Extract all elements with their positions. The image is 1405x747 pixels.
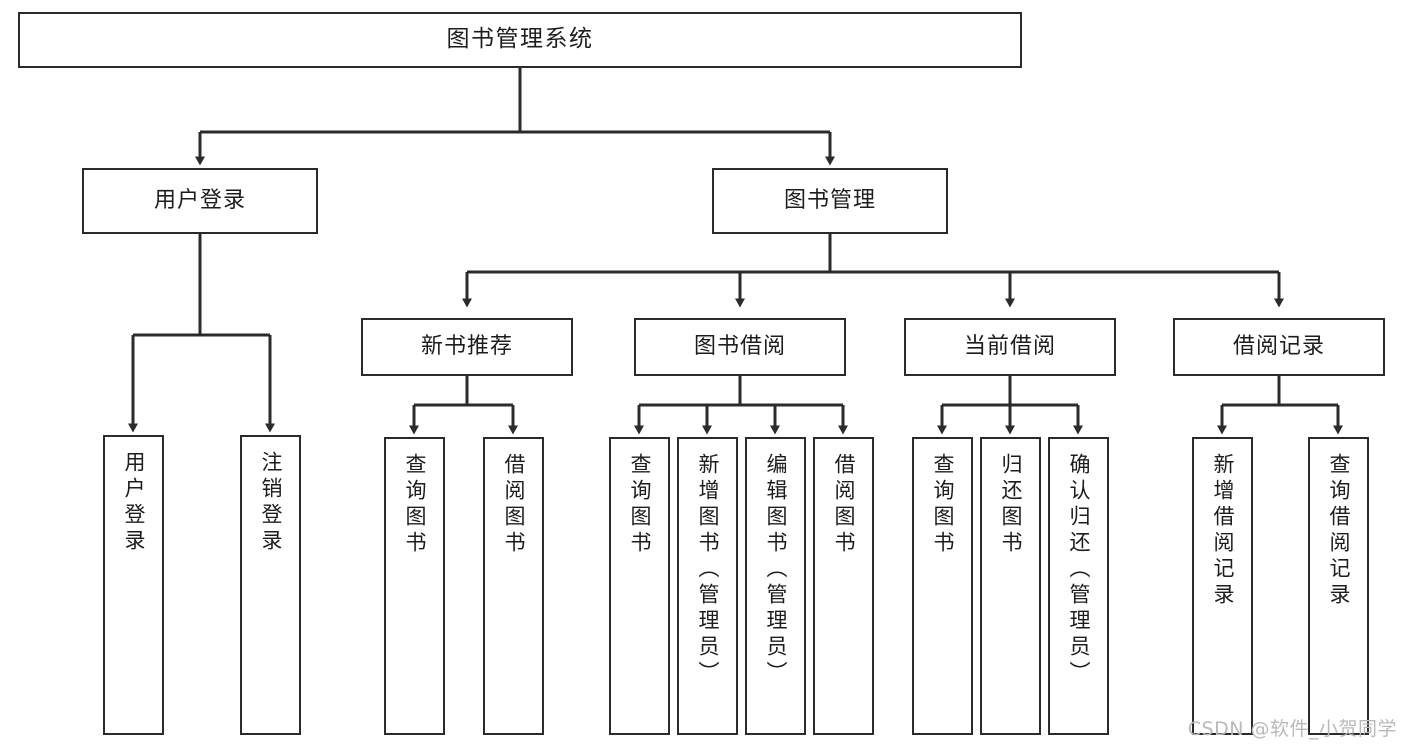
node-root-book-management-system[interactable]: 图书管理系统 [18, 12, 1022, 68]
node-label: 新增借阅记录 [1211, 453, 1235, 609]
csdn-watermark: CSDN @软件_小贺同学 [1187, 718, 1397, 740]
node-leaf-borrow-book[interactable]: 借阅图书 [813, 437, 874, 735]
node-leaf-edit-book-admin[interactable]: 编辑图书（管理员） [745, 437, 806, 735]
node-leaf-add-book-admin[interactable]: 新增图书（管理员） [677, 437, 738, 735]
node-label: 新增图书（管理员） [696, 453, 720, 687]
node-leaf-query-book-borrow[interactable]: 查询图书 [609, 437, 670, 735]
node-user-login[interactable]: 用户登录 [82, 168, 318, 234]
node-label: 查询图书 [931, 453, 955, 557]
node-label: 当前借阅 [963, 334, 1056, 360]
node-label: 确认归还（管理员） [1067, 453, 1091, 687]
node-new-book-recommendation[interactable]: 新书推荐 [361, 318, 573, 376]
node-label: 查询图书 [403, 453, 427, 557]
node-leaf-borrow-book-recommend[interactable]: 借阅图书 [483, 437, 544, 735]
node-label: 借阅图书 [502, 453, 526, 557]
node-label: 归还图书 [999, 453, 1023, 557]
node-label: 用户登录 [153, 188, 246, 214]
node-label: 图书管理 [783, 188, 876, 214]
node-label: 借阅图书 [832, 453, 856, 557]
node-leaf-query-book-current[interactable]: 查询图书 [912, 437, 973, 735]
node-borrowing-records[interactable]: 借阅记录 [1173, 318, 1385, 376]
node-book-borrowing[interactable]: 图书借阅 [634, 318, 846, 376]
node-leaf-add-borrow-record[interactable]: 新增借阅记录 [1192, 437, 1253, 735]
node-label: 图书管理系统 [446, 26, 594, 53]
node-leaf-query-borrow-record[interactable]: 查询借阅记录 [1308, 437, 1369, 735]
node-label: 用户登录 [122, 451, 146, 555]
node-label: 图书借阅 [693, 334, 786, 360]
node-leaf-logout[interactable]: 注销登录 [240, 435, 301, 735]
node-label: 查询借阅记录 [1327, 453, 1351, 609]
node-label: 注销登录 [259, 451, 283, 555]
node-leaf-query-book-recommend[interactable]: 查询图书 [384, 437, 445, 735]
node-current-borrowing[interactable]: 当前借阅 [904, 318, 1116, 376]
node-label: 查询图书 [628, 453, 652, 557]
node-leaf-return-book[interactable]: 归还图书 [980, 437, 1041, 735]
node-label: 编辑图书（管理员） [764, 453, 788, 687]
node-leaf-confirm-return-admin[interactable]: 确认归还（管理员） [1048, 437, 1109, 735]
node-label: 借阅记录 [1232, 334, 1325, 360]
node-label: 新书推荐 [420, 334, 513, 360]
node-book-management[interactable]: 图书管理 [712, 168, 948, 234]
node-leaf-user-login[interactable]: 用户登录 [103, 435, 164, 735]
